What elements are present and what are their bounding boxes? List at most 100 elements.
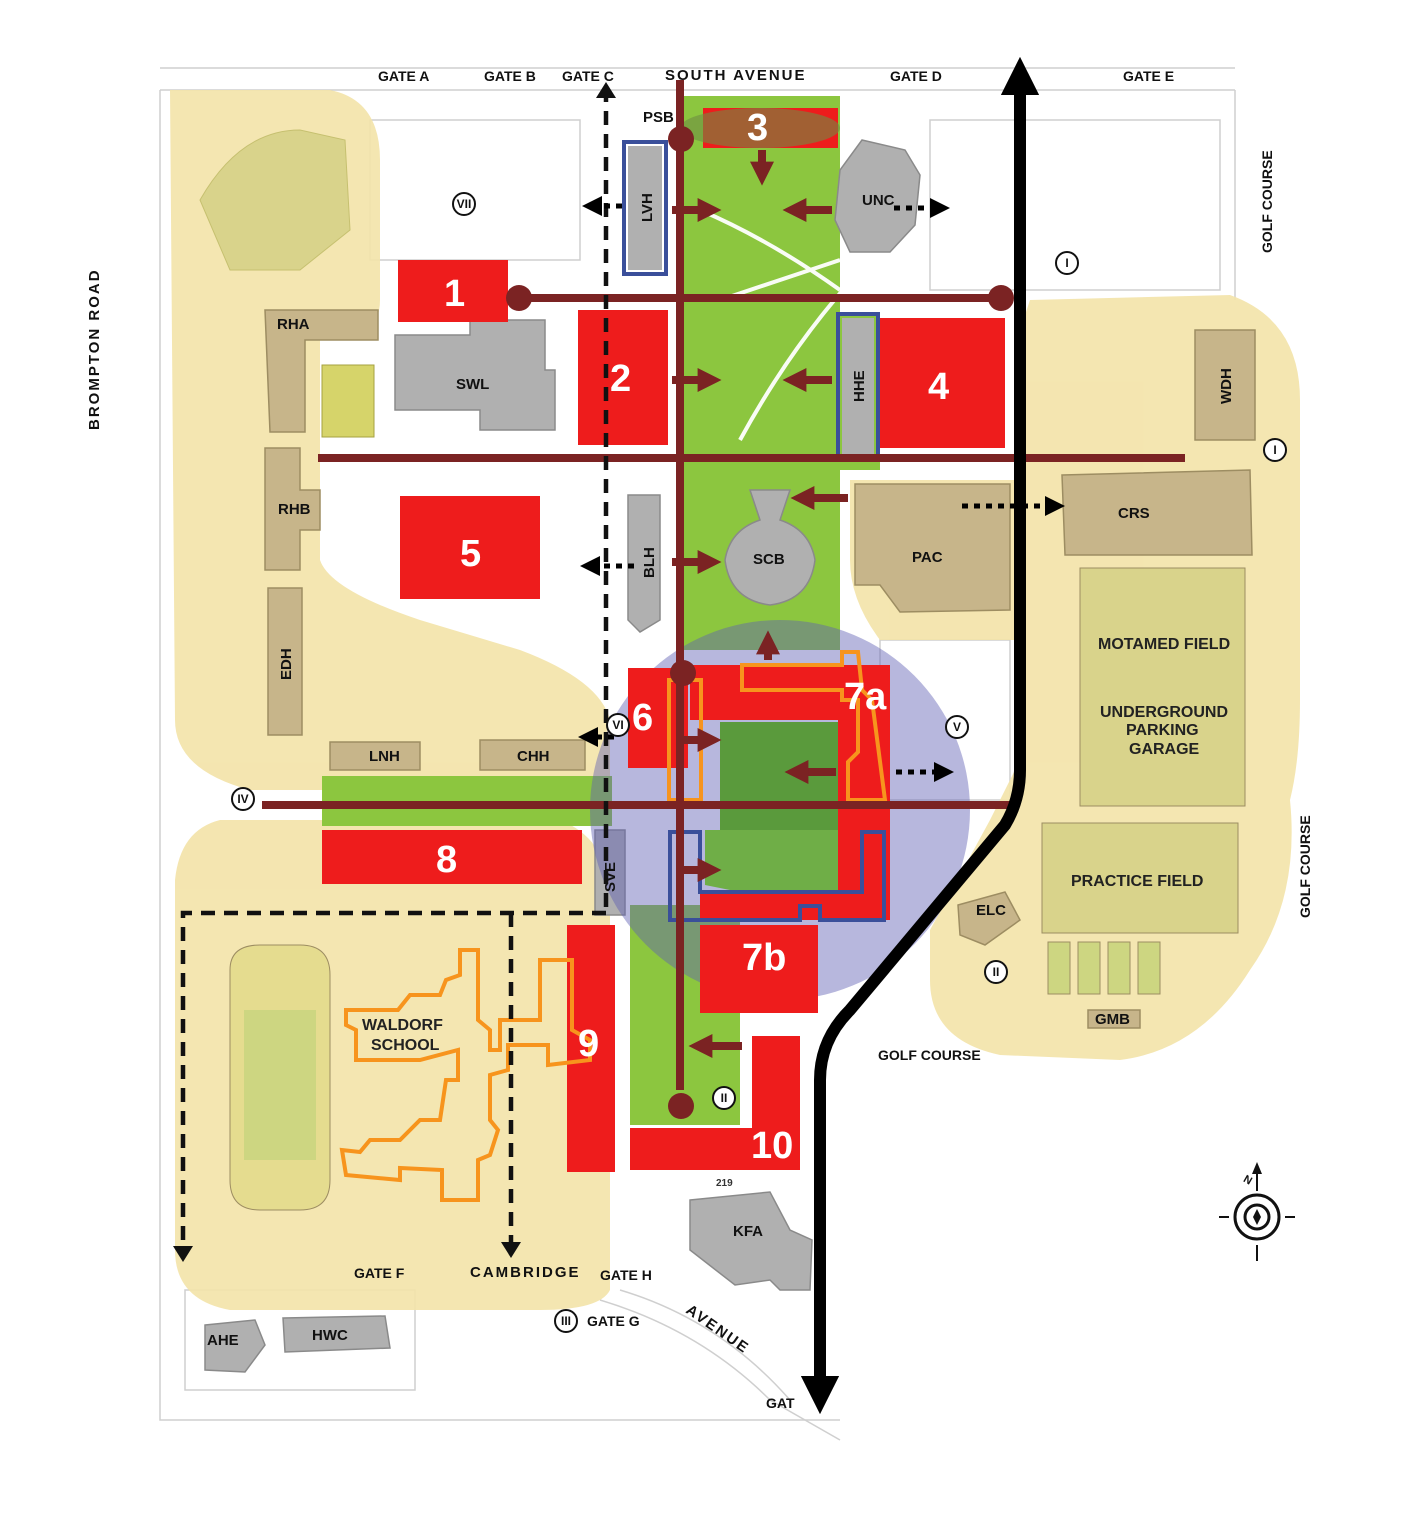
building-chh (479, 739, 586, 771)
building-rha (264, 309, 379, 433)
label-pac: PAC (912, 549, 943, 566)
label-elc: ELC (976, 902, 1006, 919)
waldorf-school-outline (339, 948, 592, 1202)
site-2-shape (578, 310, 668, 445)
zone-labels: I I II II III IV V VI VII (237, 197, 1276, 1328)
label-motamed-field: MOTAMED FIELD (1098, 636, 1230, 653)
proposed-sites (322, 108, 1005, 1172)
dotted-arrows (578, 196, 1065, 782)
road-avenue: AVENUE (683, 1301, 753, 1357)
building-7a-outline (740, 650, 888, 802)
label-hhe: HHE (851, 370, 868, 402)
label-ahe: AHE (207, 1332, 239, 1349)
label-garage-line-2: PARKING (1126, 722, 1199, 739)
building-edh (267, 587, 303, 736)
label-gmb: GMB (1095, 1011, 1130, 1028)
courtyard-grid (321, 364, 375, 438)
building-hwc (282, 1315, 391, 1353)
site-5-shape (400, 496, 540, 599)
zone-iii: III (561, 1314, 571, 1328)
zone-i-east: I (1273, 443, 1276, 457)
site-4: 4 (928, 366, 949, 408)
track-infield (244, 1010, 316, 1160)
site-numbers: 1 2 3 4 5 6 7a 7b 8 9 10 (436, 107, 949, 1167)
gate-c: GATE C (562, 68, 614, 84)
label-blh: BLH (641, 547, 658, 578)
label-waldorf-line-2: SCHOOL (371, 1037, 440, 1054)
label-chh: CHH (517, 748, 550, 765)
site-7a-shape (690, 665, 890, 920)
dashed-arrowheads (173, 82, 616, 1262)
building-labels: PSB LVH UNC RHA SWL HHE WDH RHB BLH SCB … (207, 109, 1235, 1349)
compass-n-label: N (1241, 1173, 1254, 1187)
building-crs (1061, 469, 1253, 556)
gray-buildings (204, 139, 921, 1373)
gate-a: GATE A (378, 68, 429, 84)
gate-d: GATE D (890, 68, 942, 84)
label-swl: SWL (456, 376, 489, 393)
building-ahe (204, 1319, 266, 1373)
label-waldorf-line-1: WALDORF (362, 1017, 443, 1034)
axis-nodes (506, 126, 1014, 1119)
site-2: 2 (610, 358, 631, 400)
label-lnh: LNH (369, 748, 400, 765)
compass-icon (1219, 1162, 1295, 1261)
gate-partial: GAT (766, 1395, 795, 1411)
golf-course-label-1: GOLF COURSE (1259, 150, 1275, 253)
outlined-buildings-fill (628, 146, 874, 456)
gate-f: GATE F (354, 1265, 405, 1281)
motamed-field (1079, 567, 1246, 807)
gate-e: GATE E (1123, 68, 1174, 84)
gate-g: GATE G (587, 1313, 640, 1329)
site-1-shape (398, 260, 508, 322)
zone-markers (231, 192, 1287, 1333)
road-labels: SOUTH AVENUE BROMPTON ROAD CAMBRIDGE AVE… (86, 67, 1313, 1357)
baseball-diamond (199, 129, 351, 271)
lvh-outline (622, 140, 668, 276)
label-garage-line-1: UNDERGROUND (1100, 704, 1228, 721)
zone-iv: IV (237, 792, 248, 806)
golf-course-label-2: GOLF COURSE (1297, 815, 1313, 918)
label-scb: SCB (753, 551, 785, 568)
site-7a: 7a (844, 676, 887, 718)
road-south-avenue: SOUTH AVENUE (665, 67, 807, 84)
site-4-shape (880, 318, 1005, 448)
maroon-axes (262, 80, 1185, 1090)
building-swl (394, 319, 556, 431)
site-1: 1 (444, 273, 465, 315)
central-quad (705, 722, 860, 900)
tan-buildings (264, 309, 1256, 1029)
gate-labels: GATE A GATE B GATE C GATE D GATE E GATE … (354, 68, 1174, 1411)
label-psb: PSB (643, 109, 674, 126)
label-unc: UNC (862, 192, 895, 209)
golf-course-label-3: GOLF COURSE (878, 1047, 981, 1063)
label-sve: SVE (602, 862, 619, 892)
label-crs: CRS (1118, 505, 1150, 522)
main-vehicle-route (800, 90, 1026, 1415)
site-8-shape (322, 830, 582, 884)
practice-field (1041, 822, 1239, 934)
label-hwc: HWC (312, 1327, 348, 1344)
road-brompton-road: BROMPTON ROAD (86, 268, 103, 430)
zone-i-north: I (1065, 256, 1068, 270)
site-9: 9 (578, 1023, 599, 1065)
building-gmb (1087, 1009, 1141, 1029)
site-3: 3 (747, 107, 768, 149)
maroon-arrows (672, 150, 848, 1058)
building-blh (627, 494, 661, 633)
site-7b: 7b (742, 937, 786, 979)
building-scb (724, 489, 816, 606)
site-7b-blue-outline (668, 830, 886, 922)
zone-ii-east: II (993, 965, 1000, 979)
label-rhb: RHB (278, 501, 311, 518)
building-pac (854, 483, 1011, 613)
zone-ii-south: II (721, 1091, 728, 1105)
label-practice-field: PRACTICE FIELD (1071, 873, 1203, 890)
sports-fields (229, 364, 1246, 1211)
dashed-paths (180, 88, 609, 1252)
field-labels: MOTAMED FIELD UNDERGROUND PARKING GARAGE… (362, 636, 1230, 1054)
zone-vii: VII (457, 197, 472, 211)
site-6: 6 (632, 697, 653, 739)
